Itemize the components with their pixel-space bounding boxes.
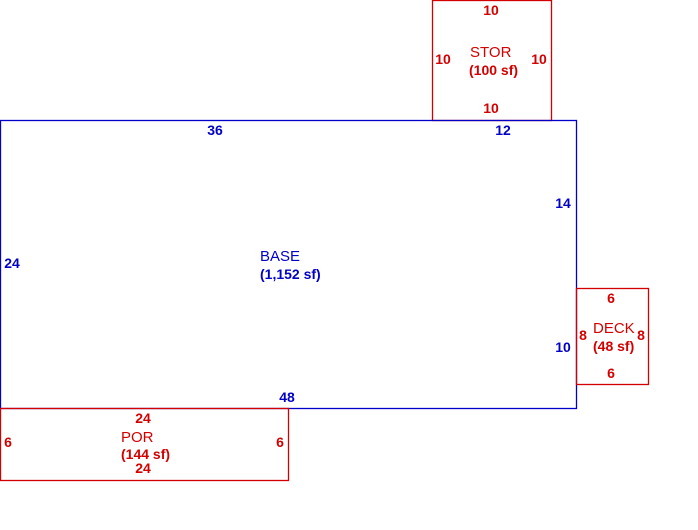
deck-dim-left: 8 <box>579 327 587 343</box>
base-dim-bottom: 48 <box>279 389 295 405</box>
base-dim-right-lower: 10 <box>555 339 571 355</box>
base-dim-top-left: 36 <box>207 122 223 138</box>
por-area: 24 6 6 24 POR (144 sf) <box>0 407 290 482</box>
por-dim-bottom: 24 <box>135 460 151 476</box>
deck-name: DECK <box>593 320 635 337</box>
por-dim-left: 6 <box>4 434 12 450</box>
base-dim-left: 24 <box>4 255 20 271</box>
deck-outline <box>575 287 650 386</box>
base-dim-right-upper: 14 <box>555 195 571 211</box>
base-area: 36 12 14 10 24 48 BASE (1,152 sf) <box>0 119 578 410</box>
base-area-sf: (1,152 sf) <box>260 266 321 282</box>
deck-dim-top: 6 <box>607 290 615 306</box>
base-name: BASE <box>260 248 300 265</box>
stor-dim-left: 10 <box>435 51 451 67</box>
por-area-sf: (144 sf) <box>121 446 170 462</box>
stor-area: 10 10 10 10 STOR (100 sf) <box>431 0 553 122</box>
stor-name: STOR <box>470 44 512 61</box>
deck-dim-right: 8 <box>637 327 645 343</box>
por-dim-right: 6 <box>276 434 284 450</box>
deck-dim-bottom: 6 <box>607 365 615 381</box>
stor-area-sf: (100 sf) <box>469 62 518 78</box>
por-outline <box>0 407 290 482</box>
por-dim-top: 24 <box>135 410 151 426</box>
stor-dim-top: 10 <box>483 2 499 18</box>
deck-area: 6 8 8 6 DECK (48 sf) <box>575 287 650 386</box>
stor-dim-right: 10 <box>531 51 547 67</box>
por-name: POR <box>121 429 154 446</box>
base-dim-top-right: 12 <box>495 122 511 138</box>
deck-area-sf: (48 sf) <box>593 338 634 354</box>
stor-dim-bottom: 10 <box>483 100 499 116</box>
